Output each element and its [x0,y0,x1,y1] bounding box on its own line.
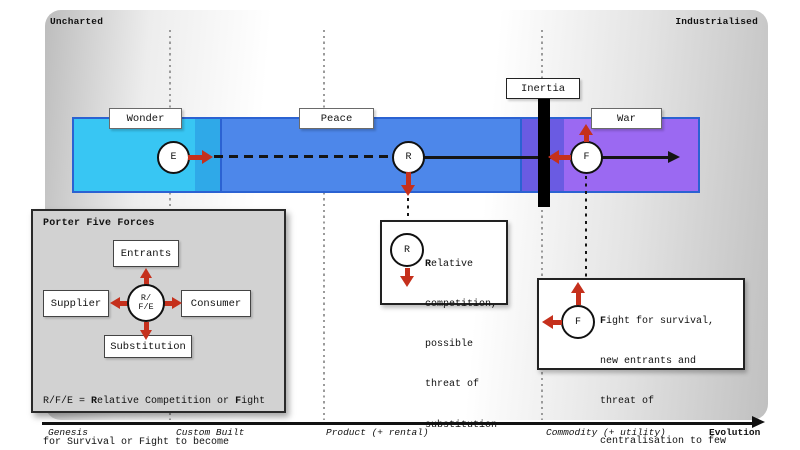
node-r: R [392,141,425,174]
rfe-legend-text: R/F/E = Relative Competition or Fight fo… [43,396,266,448]
force-up-arrow-shaft [144,277,149,286]
force-left-arrow-shaft [119,301,128,306]
rfe-center-node: R/ F/E [127,284,165,322]
axis-stage-product: Product (+ rental) [326,427,429,438]
evolution-axis-title: Evolution [709,427,761,438]
fight-for-survival-text: Fight for survival, new entrants and thr… [600,315,727,448]
r-down-arrow-icon [401,185,415,196]
war-label-box: War [591,108,662,129]
axis-stage-genesis: Genesis [48,427,88,438]
note-f-left-arrow-shaft [553,320,562,325]
evolution-axis-line [42,422,756,425]
note-node-r: R [390,233,424,267]
note-f-left-arrow-icon [542,315,553,329]
note-r-down-arrow-shaft [405,268,410,277]
r-down-arrow-shaft [406,172,411,186]
inertia-label-box: Inertia [506,78,580,99]
porter-panel-title: Porter Five Forces [43,218,155,229]
black-arrowhead-right [668,151,680,163]
force-right-arrow-shaft [164,301,173,306]
dotted-line-r-to-note [406,198,409,220]
entrants-box: Entrants [113,240,179,267]
relative-competition-text: Relative competition, possible threat of… [425,258,498,431]
note-node-f: F [561,305,595,339]
stage-divider-product-commodity [541,30,543,420]
industrialised-label: Industrialised [675,16,758,27]
rfe-line2: F/E [138,302,154,312]
force-up-arrow-icon [139,268,152,278]
dotted-line-f-to-note [584,176,587,278]
f-up-arrow-icon [579,124,593,135]
f-left-arrow-icon [548,150,559,164]
note-f-up-arrow-shaft [576,292,581,305]
peace-label-box: Peace [299,108,374,129]
f-up-arrow-shaft [584,134,589,142]
axis-stage-custom-built: Custom Built [176,427,245,438]
evolution-axis-arrowhead-icon [752,416,765,428]
force-left-arrow-icon [110,296,120,309]
f-left-arrow-shaft [559,155,571,160]
supplier-box: Supplier [43,290,109,317]
uncharted-label: Uncharted [50,16,104,27]
stage-divider-custom-product [323,30,325,420]
porter-five-forces-panel: Porter Five Forces Entrants Supplier Con… [31,209,286,448]
node-f: F [570,141,603,174]
consumer-box: Consumer [181,290,251,317]
wonder-label-box: Wonder [109,108,182,129]
e-forward-arrow-icon [202,150,213,164]
axis-stage-commodity: Commodity (+ utility) [546,427,666,438]
force-down-arrow-shaft [144,322,149,331]
node-e: E [157,141,190,174]
force-down-arrow-icon [139,330,152,340]
dashed-line-e-to-r [214,155,392,159]
rfe-line1: R/ [140,292,152,303]
note-r-down-arrow-icon [400,276,414,287]
fight-for-survival-note [537,278,745,370]
e-forward-arrow-shaft [188,155,203,160]
force-right-arrow-icon [172,296,182,309]
inertia-barrier [538,98,550,207]
note-f-up-arrow-icon [571,282,585,293]
segment-border [520,119,522,191]
